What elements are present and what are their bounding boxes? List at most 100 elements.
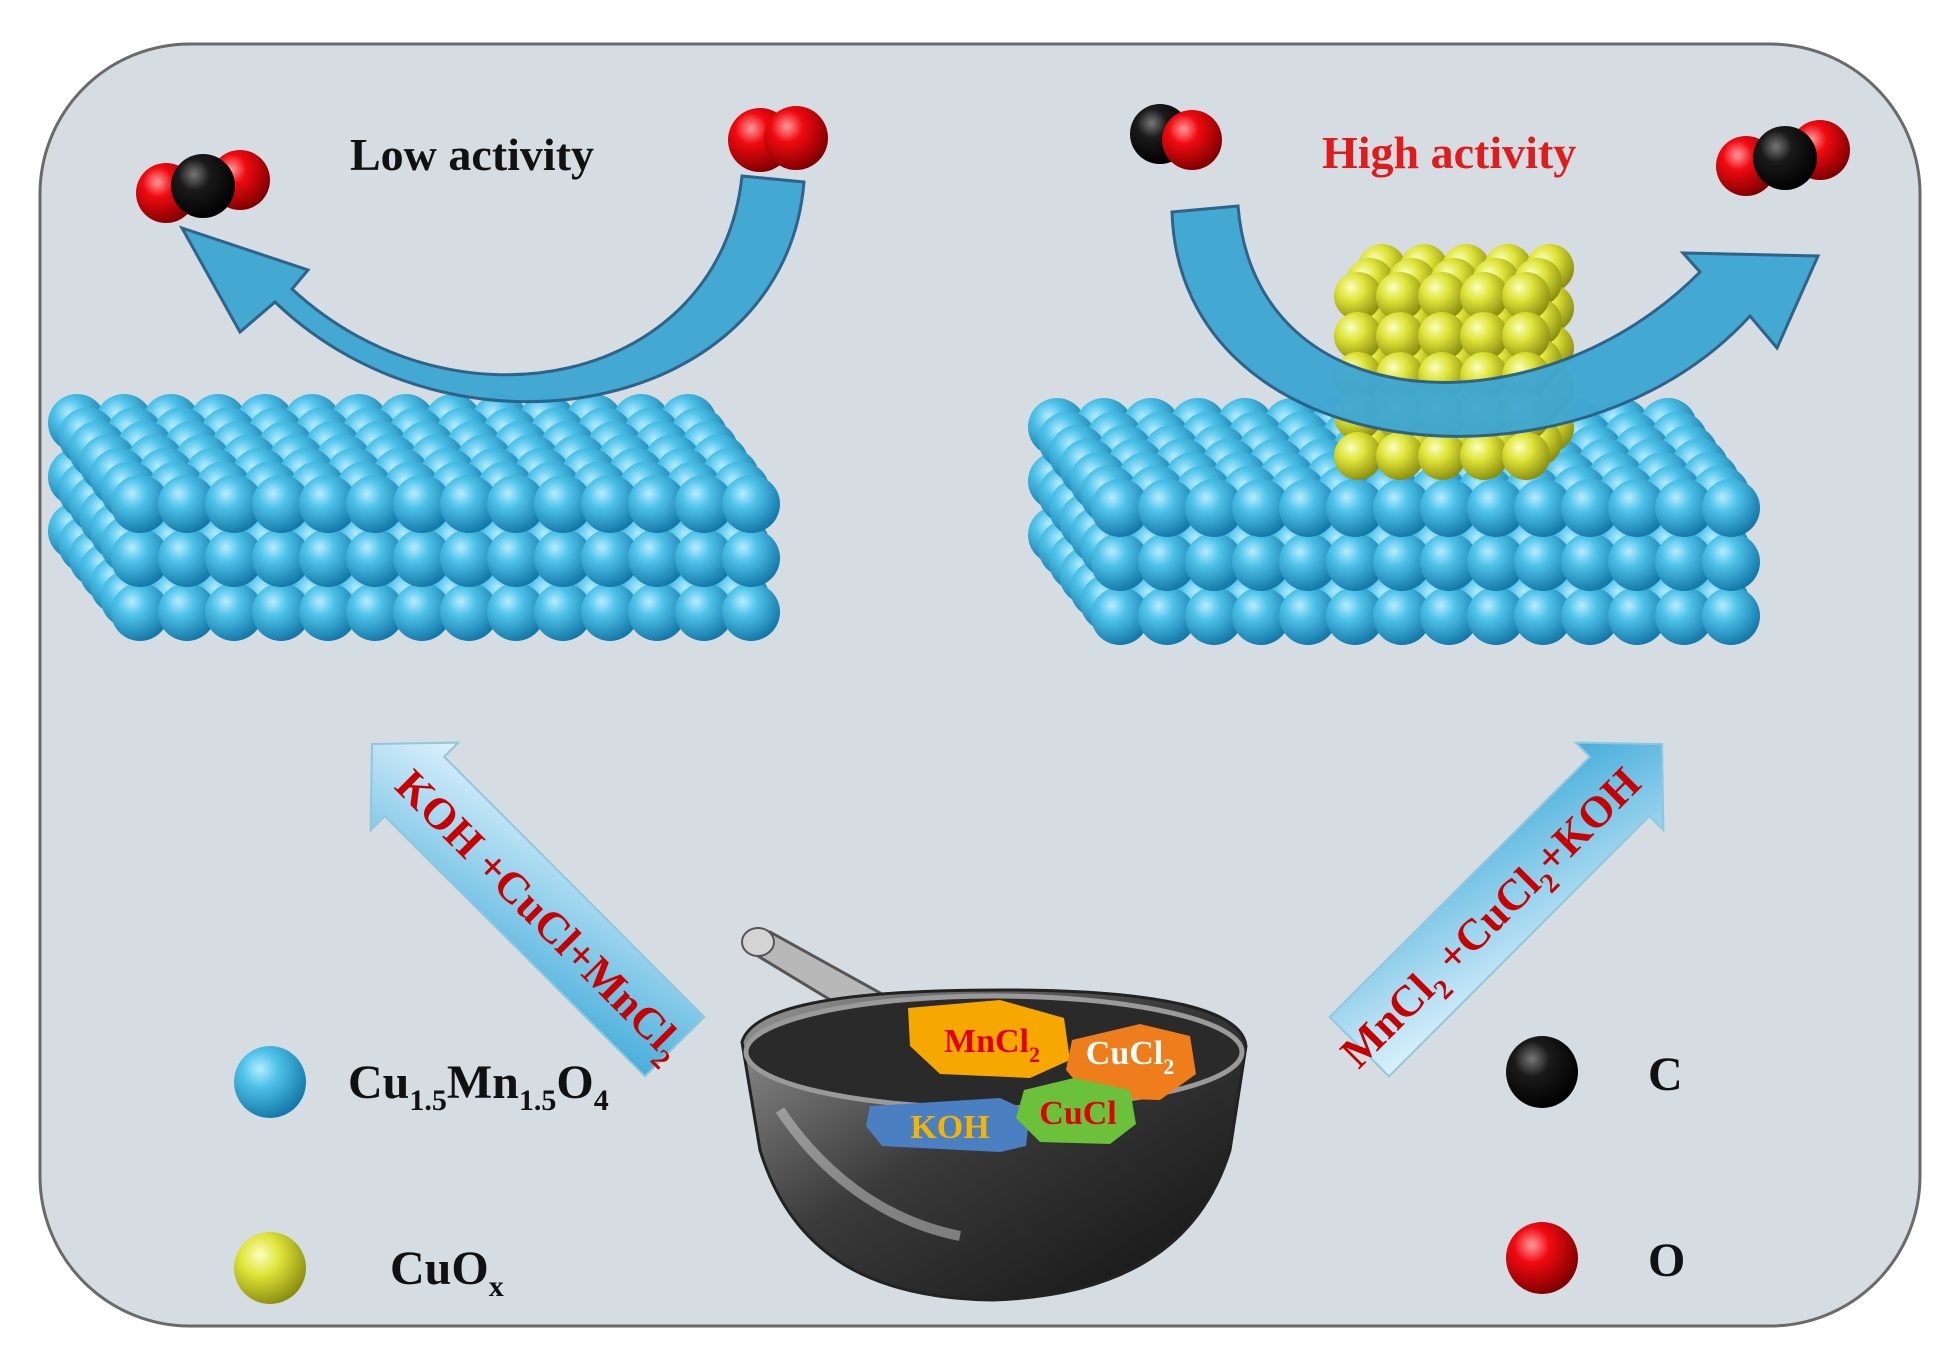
legend-label-carbon: C [1648, 1048, 1683, 1101]
support-sphere [675, 529, 733, 587]
support-sphere [440, 475, 498, 533]
co2-molecule-right [1716, 120, 1850, 196]
support-sphere [1420, 479, 1478, 537]
cuox-sphere [1376, 272, 1424, 320]
support-sphere [1279, 587, 1337, 645]
legend-label-cu15mn15o4: Cu1.5Mn1.5O4 [348, 1056, 609, 1117]
support-sphere [299, 475, 357, 533]
legend-item-carbon: C [1506, 1036, 1683, 1108]
high-activity-label: High activity [1322, 127, 1576, 178]
chip-koh: KOH [866, 1098, 1030, 1152]
support-sphere [299, 529, 357, 587]
legend-item-oxygen: O [1506, 1222, 1685, 1294]
support-sphere [252, 583, 310, 641]
support-sphere [1702, 587, 1760, 645]
o2-molecule [728, 106, 828, 172]
support-sphere [1655, 479, 1713, 537]
support-sphere [1326, 533, 1384, 591]
support-sphere [346, 583, 404, 641]
support-sphere [205, 529, 263, 587]
cuox-sphere [1376, 312, 1424, 360]
support-sphere [1091, 587, 1149, 645]
support-sphere [1514, 587, 1572, 645]
cuox-sphere [1334, 272, 1382, 320]
low-activity-label: Low activity [350, 129, 594, 180]
support-sphere [1467, 479, 1525, 537]
cuox-sphere-icon [234, 1232, 306, 1304]
support-sphere [1561, 479, 1619, 537]
legend-label-cuox: CuOx [390, 1242, 504, 1303]
support-sphere [628, 583, 686, 641]
mncl2-chip-label: MnCl2 [944, 1023, 1040, 1067]
support-sphere [1608, 533, 1666, 591]
carbon-atom [171, 154, 235, 218]
support-sphere [1702, 479, 1760, 537]
support-sphere [393, 529, 451, 587]
cucl-chip-label: CuCl [1039, 1095, 1116, 1132]
legend-label-oxygen: O [1648, 1234, 1685, 1287]
support-sphere [1091, 533, 1149, 591]
support-sphere [581, 529, 639, 587]
support-sphere [252, 475, 310, 533]
mncl2-chip-shape [908, 1000, 1070, 1078]
support-sphere [1608, 479, 1666, 537]
cuox-sphere [1460, 432, 1508, 480]
support-sphere [534, 583, 592, 641]
support-sphere [1514, 533, 1572, 591]
support-sphere [158, 583, 216, 641]
cuox-sphere [1418, 272, 1466, 320]
support-sphere [1373, 479, 1431, 537]
support-sphere [487, 583, 545, 641]
support-sphere [722, 475, 780, 533]
cuox-sphere [1376, 432, 1424, 480]
carbon-atom [1753, 126, 1817, 190]
cuox-sphere [1418, 432, 1466, 480]
support-sphere [440, 583, 498, 641]
co-molecule [1130, 104, 1222, 170]
mortar-and-pestle: MnCl2 CuCl2 KOH CuCl [740, 927, 1248, 1302]
synthesis-arrow-right-shape [1328, 741, 1665, 1078]
co2-molecule-left [136, 150, 270, 223]
legend-item-cu15mn15o4: Cu1.5Mn1.5O4 [234, 1046, 609, 1118]
support-sphere [252, 529, 310, 587]
chip-cucl2: CuCl2 [1066, 1024, 1196, 1100]
legend-item-cuox: CuOx [234, 1232, 504, 1304]
support-sphere [1185, 587, 1243, 645]
support-sphere [1514, 479, 1572, 537]
support-sphere [628, 529, 686, 587]
cuox-sphere [1418, 312, 1466, 360]
support-sphere [158, 475, 216, 533]
koh-chip-shape [866, 1098, 1030, 1152]
support-sphere [1561, 587, 1619, 645]
support-sphere [487, 475, 545, 533]
chip-mncl2: MnCl2 [908, 1000, 1070, 1078]
support-sphere [158, 529, 216, 587]
support-sphere [534, 475, 592, 533]
support-sphere [1279, 479, 1337, 537]
support-sphere [1373, 587, 1431, 645]
chip-cucl: CuCl [1016, 1078, 1136, 1144]
support-sphere [205, 583, 263, 641]
support-sphere [1420, 533, 1478, 591]
support-sphere [393, 583, 451, 641]
support-sphere [440, 529, 498, 587]
support-sphere [299, 583, 357, 641]
support-sphere [1420, 587, 1478, 645]
support-sphere [1608, 587, 1666, 645]
synthesis-arrow-left-shape [369, 741, 706, 1078]
oxygen-atom [764, 106, 828, 170]
support-sphere [1232, 533, 1290, 591]
cuox-sphere [1334, 432, 1382, 480]
support-sphere [534, 529, 592, 587]
support-sphere [205, 475, 263, 533]
support-sphere [1091, 479, 1149, 537]
cuox-sphere [1460, 272, 1508, 320]
support-sphere [722, 529, 780, 587]
support-sphere [1138, 587, 1196, 645]
cucl2-chip-label: CuCl2 [1086, 1035, 1174, 1079]
support-sphere [1373, 533, 1431, 591]
cu15mn15o4-sphere-icon [234, 1046, 306, 1118]
support-sphere [1138, 533, 1196, 591]
cucl2-chip-shape [1066, 1024, 1196, 1100]
